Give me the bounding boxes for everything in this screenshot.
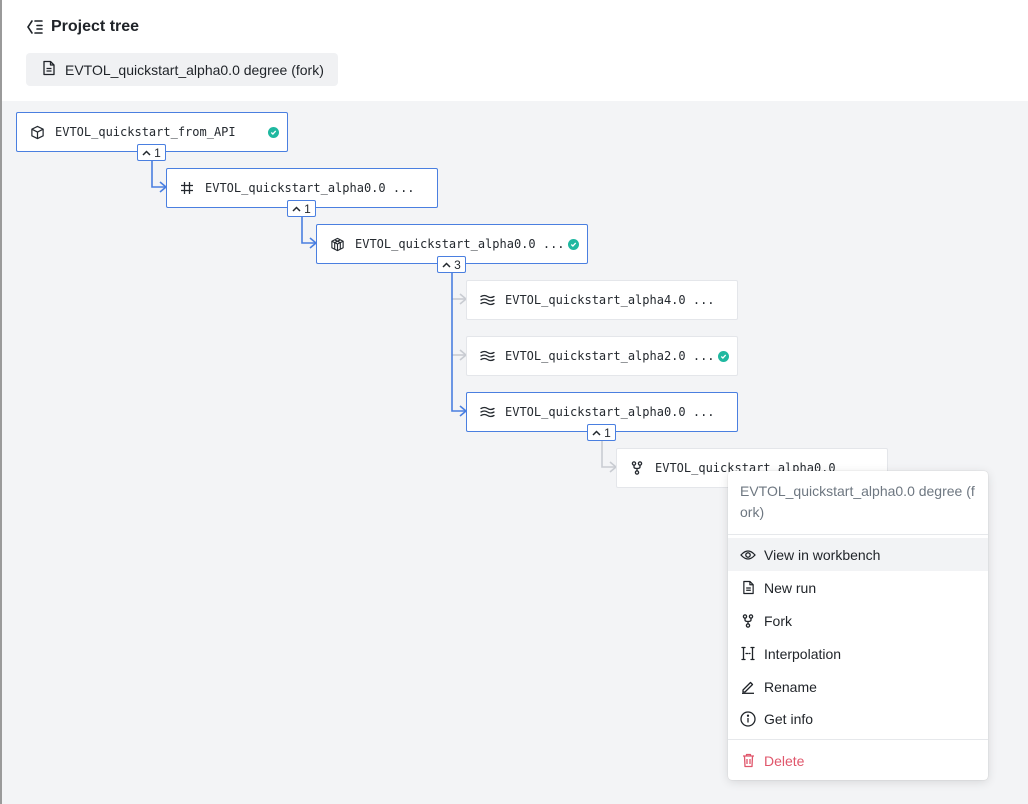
node-label: EVTOL_quickstart_alpha0.0 ... bbox=[355, 237, 565, 251]
waves-icon bbox=[479, 292, 495, 308]
chevron-up-icon bbox=[142, 149, 151, 156]
menu-item-label: New run bbox=[764, 579, 817, 596]
info-icon bbox=[740, 710, 756, 727]
menu-item-label: Fork bbox=[764, 612, 792, 629]
children-count: 3 bbox=[454, 257, 461, 272]
children-count: 1 bbox=[154, 145, 161, 160]
menu-item-label: Delete bbox=[764, 752, 805, 769]
children-toggle[interactable]: 3 bbox=[437, 256, 466, 273]
node-label: EVTOL_quickstart_alpha0.0 ... bbox=[205, 181, 415, 195]
chevron-up-icon bbox=[442, 261, 451, 268]
tree-node-run-alpha0[interactable]: EVTOL_quickstart_alpha0.0 ... bbox=[466, 392, 738, 432]
menu-item-new-run[interactable]: New run bbox=[728, 571, 988, 604]
menu-item-rename[interactable]: Rename bbox=[728, 670, 988, 703]
children-toggle[interactable]: 1 bbox=[137, 144, 166, 161]
waves-icon bbox=[479, 404, 495, 420]
children-count: 1 bbox=[304, 201, 311, 216]
cube-icon bbox=[29, 124, 45, 140]
grid-icon bbox=[179, 180, 195, 196]
menu-item-view-in-workbench[interactable]: View in workbench bbox=[728, 538, 988, 571]
children-toggle[interactable]: 1 bbox=[587, 424, 616, 441]
menu-divider bbox=[728, 534, 988, 535]
panel-header: Project tree EVTOL_quickstart_alpha0.0 d… bbox=[2, 0, 1028, 101]
verified-check-icon bbox=[718, 351, 729, 362]
context-menu: EVTOL_quickstart_alpha0.0 degree (fork) … bbox=[728, 471, 988, 780]
tree-node-run-alpha2[interactable]: EVTOL_quickstart_alpha2.0 ... bbox=[466, 336, 738, 376]
menu-item-get-info[interactable]: Get info bbox=[728, 702, 988, 735]
menu-item-label: View in workbench bbox=[764, 546, 881, 563]
eye-icon bbox=[740, 547, 756, 563]
verified-check-icon bbox=[268, 127, 279, 138]
node-label: EVTOL_quickstart_alpha0.0 ... bbox=[505, 405, 715, 419]
pencil-icon bbox=[740, 679, 756, 695]
document-icon bbox=[740, 580, 756, 596]
page-title: Project tree bbox=[51, 18, 140, 35]
fork-icon bbox=[740, 613, 756, 629]
menu-divider bbox=[728, 739, 988, 740]
menu-item-label: Rename bbox=[764, 678, 817, 695]
node-label: EVTOL_quickstart_alpha4.0 ... bbox=[505, 293, 715, 307]
chevron-up-icon bbox=[292, 205, 301, 212]
children-toggle[interactable]: 1 bbox=[287, 200, 316, 217]
menu-item-label: Get info bbox=[764, 710, 814, 727]
menu-item-fork[interactable]: Fork bbox=[728, 604, 988, 637]
chevron-up-icon bbox=[592, 429, 601, 436]
node-label: EVTOL_quickstart_alpha2.0 ... bbox=[505, 349, 715, 363]
trash-icon bbox=[740, 753, 756, 769]
mesh-cube-icon bbox=[329, 236, 345, 252]
selected-run-chip[interactable]: EVTOL_quickstart_alpha0.0 degree (fork) bbox=[26, 53, 338, 86]
children-count: 1 bbox=[604, 425, 611, 440]
document-icon bbox=[42, 60, 56, 79]
selected-run-label: EVTOL_quickstart_alpha0.0 degree (fork) bbox=[65, 61, 324, 78]
tree-icon bbox=[26, 18, 44, 36]
tree-node-root[interactable]: EVTOL_quickstart_from_API bbox=[16, 112, 288, 152]
context-menu-title: EVTOL_quickstart_alpha0.0 degree (fork) bbox=[740, 483, 975, 520]
fork-icon bbox=[629, 460, 645, 476]
waves-icon bbox=[479, 348, 495, 364]
title-row: Project tree bbox=[26, 18, 139, 36]
window-left-border bbox=[0, 0, 2, 804]
interpolation-icon bbox=[740, 646, 756, 662]
verified-check-icon bbox=[568, 239, 579, 250]
menu-item-label: Interpolation bbox=[764, 645, 842, 662]
menu-item-interpolation[interactable]: Interpolation bbox=[728, 637, 988, 670]
menu-item-delete[interactable]: Delete bbox=[728, 744, 988, 777]
node-label: EVTOL_quickstart_from_API bbox=[55, 125, 236, 139]
tree-node-run-alpha4[interactable]: EVTOL_quickstart_alpha4.0 ... bbox=[466, 280, 738, 320]
